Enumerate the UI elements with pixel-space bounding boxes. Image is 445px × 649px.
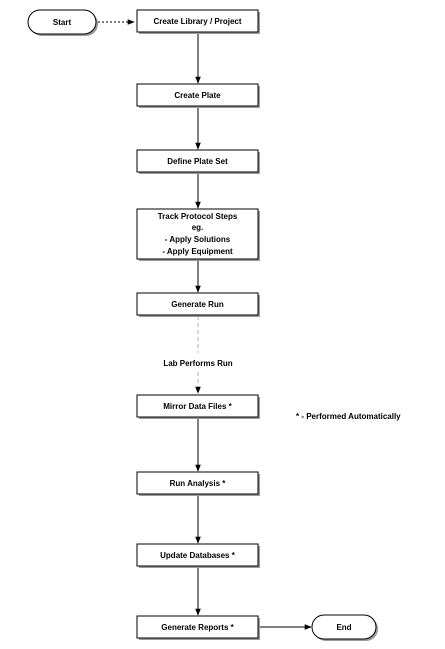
define-plate-set-label: Define Plate Set xyxy=(167,157,228,166)
define-plate-set-node: Define Plate Set xyxy=(136,149,260,174)
create-plate-node: Create Plate xyxy=(136,83,260,108)
end-terminal: End xyxy=(311,614,378,641)
create-library-label: Create Library / Project xyxy=(153,17,241,26)
run-analysis-label: Run Analysis * xyxy=(170,479,227,488)
track-protocol-line-4: - Apply Equipment xyxy=(162,247,233,256)
edges xyxy=(98,19,312,630)
run-analysis-node: Run Analysis * xyxy=(136,471,260,496)
generate-run-label: Generate Run xyxy=(171,300,224,309)
mirror-data-files-label: Mirror Data Files * xyxy=(163,402,232,411)
generate-run-node: Generate Run xyxy=(136,292,260,317)
track-protocol-line-3: - Apply Solutions xyxy=(165,235,231,244)
mirror-data-files-node: Mirror Data Files * xyxy=(136,394,260,419)
automatic-footnote: * - Performed Automatically xyxy=(296,412,401,421)
update-databases-label: Update Databases * xyxy=(160,551,236,560)
track-protocol-node: Track Protocol Steps eg. - Apply Solutio… xyxy=(136,208,260,261)
track-protocol-line-2: eg. xyxy=(192,223,204,232)
lab-performs-run-label: Lab Performs Run xyxy=(163,359,232,368)
start-terminal: Start xyxy=(27,9,98,36)
start-label: Start xyxy=(53,18,72,27)
end-label: End xyxy=(336,623,351,632)
update-databases-node: Update Databases * xyxy=(136,543,260,568)
generate-reports-node: Generate Reports * xyxy=(136,615,260,640)
generate-reports-label: Generate Reports * xyxy=(161,623,234,632)
create-library-node: Create Library / Project xyxy=(136,9,260,34)
track-protocol-line-1: Track Protocol Steps xyxy=(158,212,238,221)
create-plate-label: Create Plate xyxy=(174,91,221,100)
